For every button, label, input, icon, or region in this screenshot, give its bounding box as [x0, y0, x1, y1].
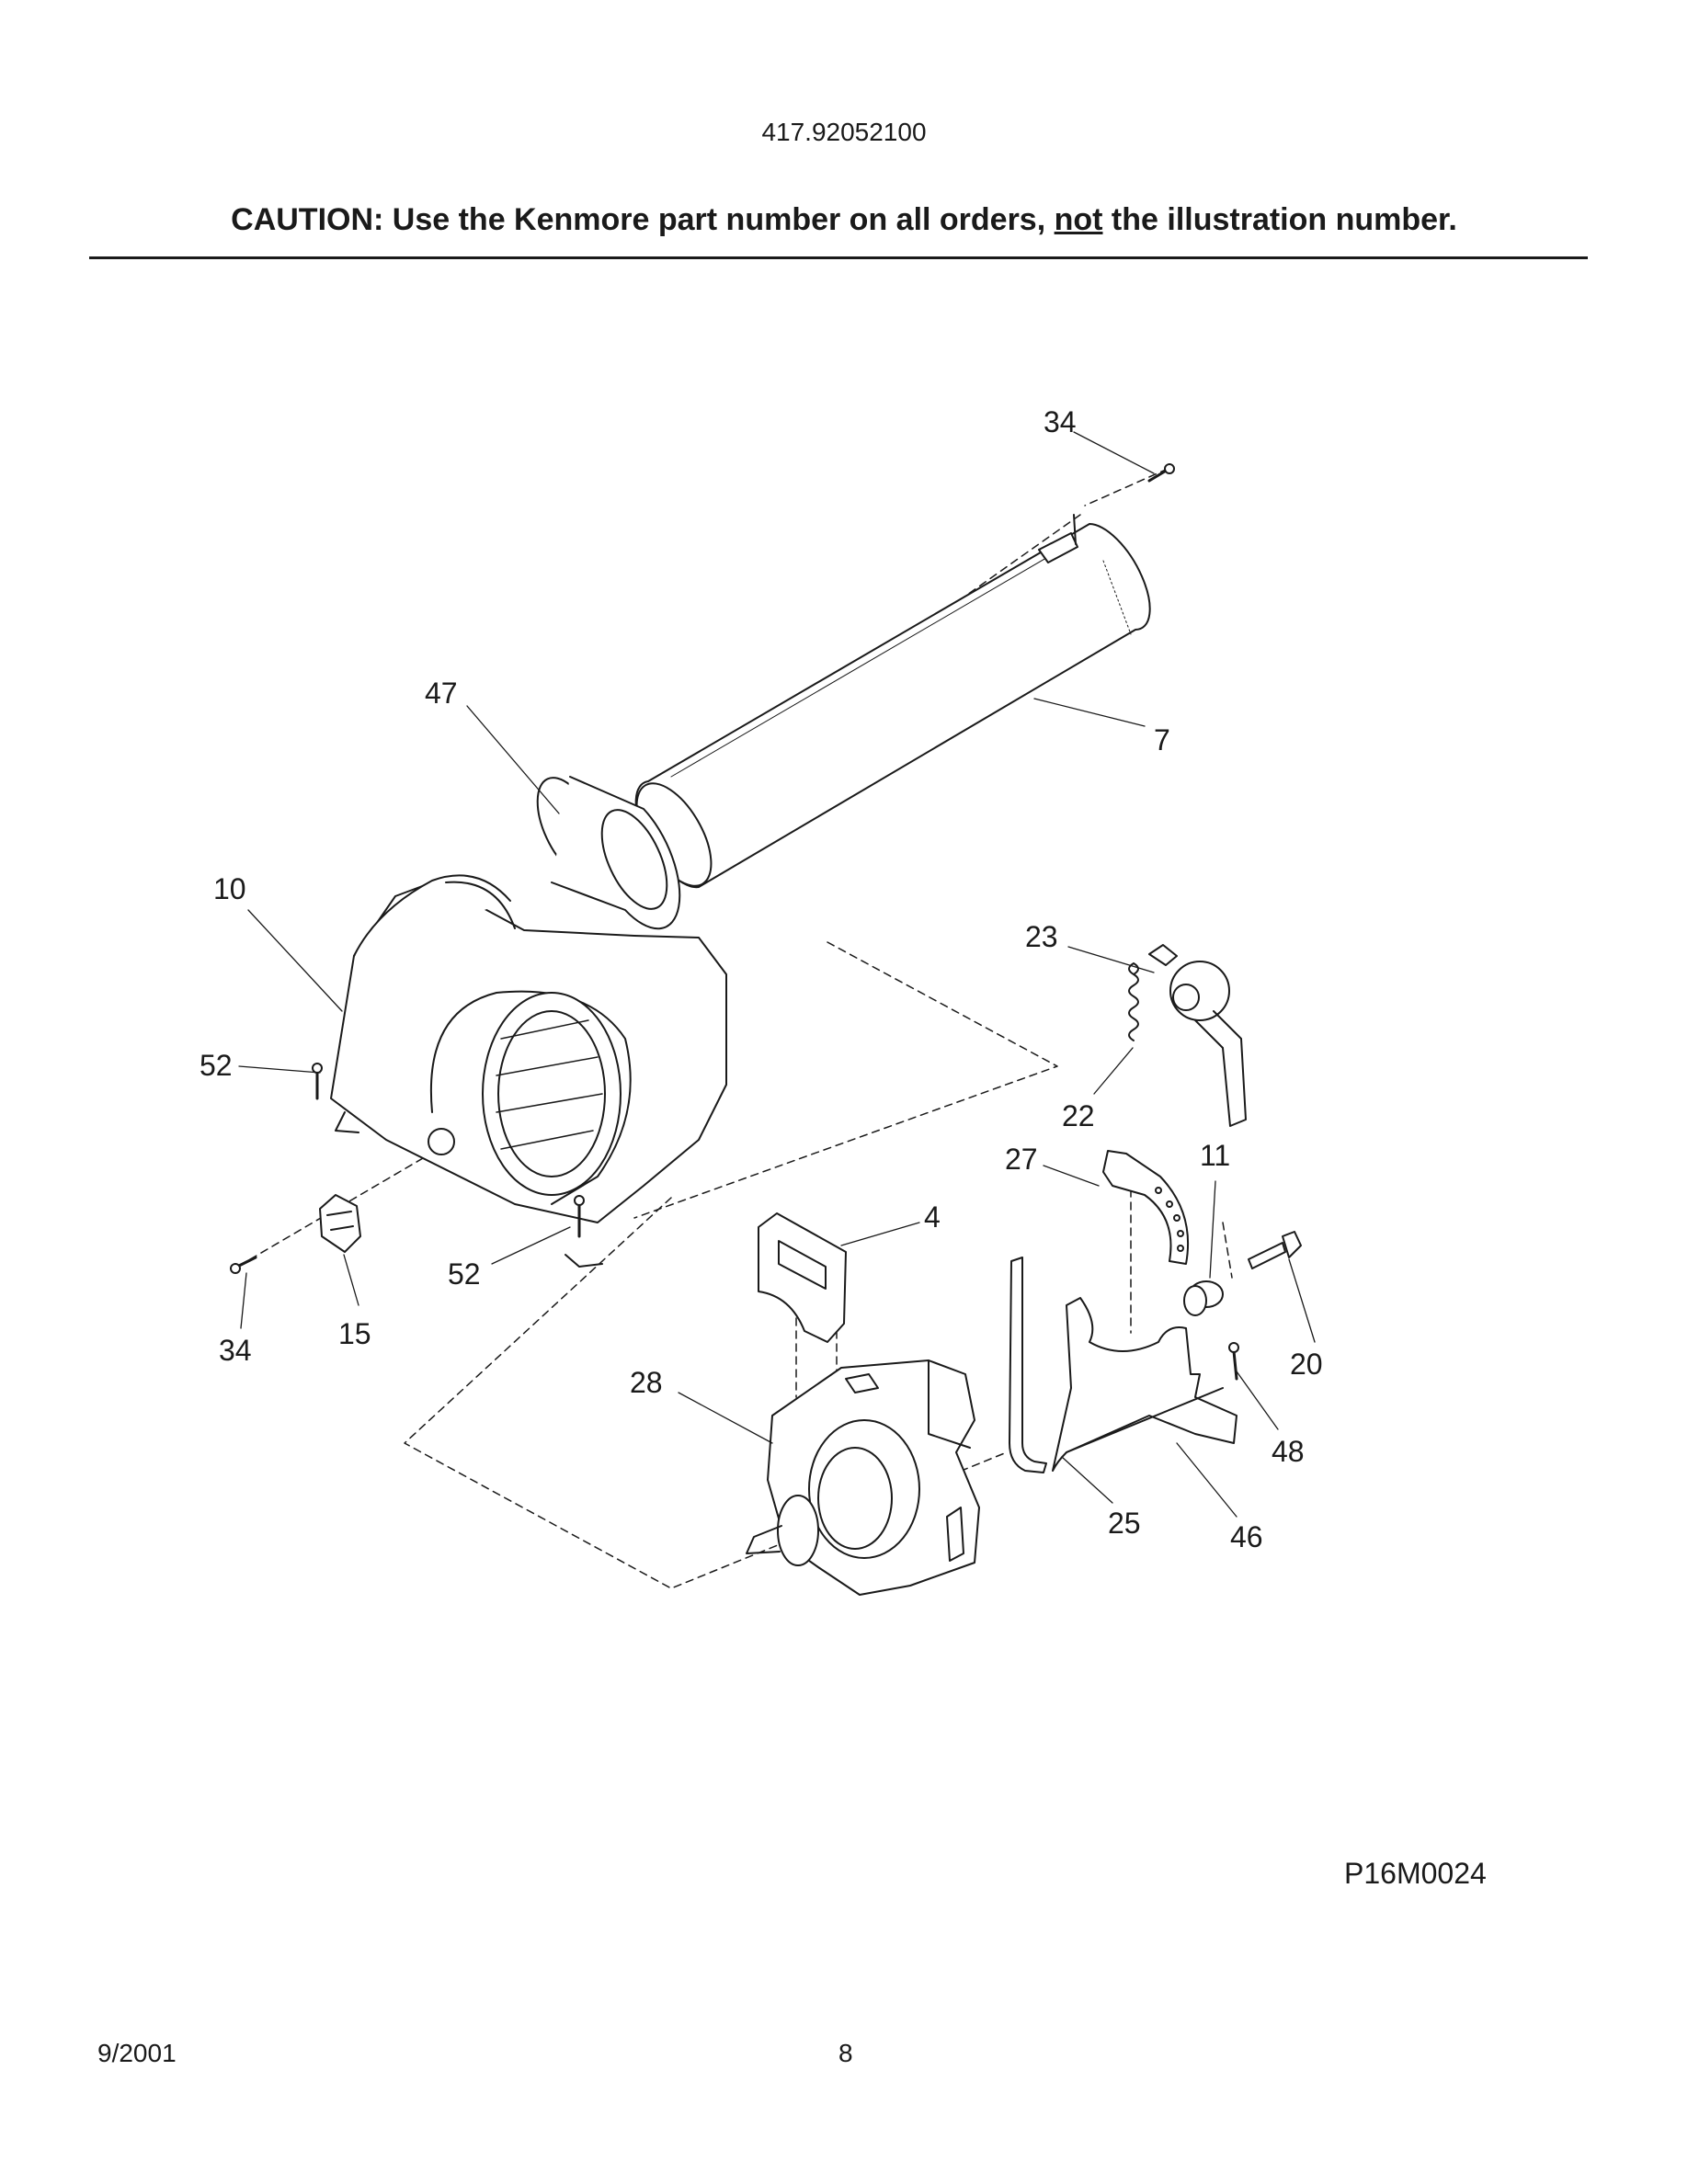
- callout-48: 48: [1272, 1435, 1305, 1468]
- model-number: 417.92052100: [761, 118, 927, 146]
- motor-bracket-part-46: [1052, 1297, 1237, 1472]
- drive-motor-part-28: [746, 1359, 980, 1596]
- callout-27: 27: [1005, 1143, 1038, 1176]
- caution-notice: CAUTION: Use the Kenmore part number on …: [0, 202, 1688, 238]
- caution-suffix: the illustration number.: [1102, 202, 1457, 237]
- callout-labels: 34 7 47 10 23 52 22 27 11 4 52 34 15 20 …: [200, 405, 1323, 1553]
- callout-22: 22: [1062, 1099, 1095, 1132]
- motor-mount-part-4: [758, 1212, 847, 1343]
- callout-47: 47: [425, 677, 458, 710]
- bracket-strap-part-27: [1102, 1150, 1190, 1265]
- blower-housing-part-10: [330, 874, 727, 1268]
- duct-tube-part-7: [634, 514, 1151, 889]
- bolt-part-20: [1248, 1231, 1302, 1269]
- callout-15: 15: [338, 1317, 371, 1350]
- callout-leaders: [238, 431, 1316, 1518]
- callout-34-top: 34: [1044, 405, 1077, 438]
- callout-28: 28: [630, 1366, 663, 1399]
- header-rule: [89, 256, 1588, 259]
- callout-7: 7: [1154, 723, 1170, 756]
- callout-20: 20: [1290, 1348, 1323, 1381]
- switch-part-15: [319, 1194, 361, 1253]
- caution-prefix: CAUTION: Use the Kenmore part number on …: [231, 202, 1055, 237]
- page-number: 8: [838, 2039, 853, 2067]
- idler-arm-part-23: [1148, 944, 1247, 1127]
- screw-part-34-top: [1147, 463, 1175, 483]
- screw-part-52-upper: [312, 1063, 323, 1100]
- drive-belt-part-25: [1009, 1257, 1047, 1473]
- callout-34-left: 34: [219, 1334, 252, 1367]
- callout-10: 10: [213, 872, 246, 905]
- footer-date: 9/2001: [97, 2039, 177, 2067]
- callout-4: 4: [924, 1200, 941, 1234]
- callout-11: 11: [1200, 1139, 1230, 1172]
- screw-part-34-left: [230, 1256, 257, 1274]
- callout-52-upper: 52: [200, 1049, 233, 1082]
- diagram-code: P16M0024: [1344, 1857, 1487, 1890]
- callout-52-lower: 52: [448, 1257, 481, 1291]
- roller-part-11: [1183, 1280, 1224, 1316]
- callout-46: 46: [1230, 1520, 1263, 1553]
- collar-ring-part-47: [536, 776, 681, 930]
- callout-23: 23: [1025, 920, 1058, 953]
- spring-part-22: [1128, 962, 1139, 1041]
- screw-part-52-lower: [574, 1195, 585, 1238]
- caution-emphasis: not: [1054, 202, 1103, 237]
- screw-part-48: [1228, 1342, 1239, 1381]
- callout-25: 25: [1108, 1507, 1141, 1540]
